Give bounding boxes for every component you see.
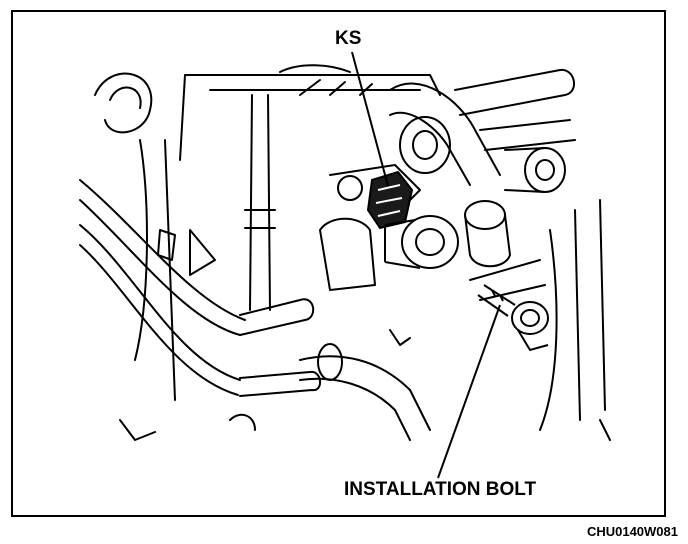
lower-hose <box>299 355 431 441</box>
vertical-pipe <box>249 94 271 311</box>
wire-harness-upper <box>79 179 246 321</box>
ks-label: KS <box>335 28 362 49</box>
right-nut <box>504 147 566 193</box>
upper-hose-elbow <box>389 82 501 186</box>
left-housing <box>134 139 176 401</box>
figure-frame <box>11 10 666 517</box>
upper-right-pipe <box>454 68 575 116</box>
right-housing <box>539 199 606 431</box>
loop-hose <box>94 72 153 134</box>
ks-leader-line <box>351 51 389 187</box>
figure-code: CHU0140W081 <box>586 524 678 539</box>
manifold-block <box>179 74 441 161</box>
lower-tube <box>239 298 315 336</box>
sensor-eyelet <box>384 215 459 269</box>
knock-sensor <box>366 170 414 230</box>
installation-bolt <box>477 284 549 352</box>
wire-harness-lower <box>79 199 241 336</box>
right-fitting <box>464 200 511 268</box>
sensor-bracket <box>319 217 376 291</box>
bolt-leader-line <box>437 304 501 479</box>
installation-bolt-label: INSTALLATION BOLT <box>344 479 537 500</box>
